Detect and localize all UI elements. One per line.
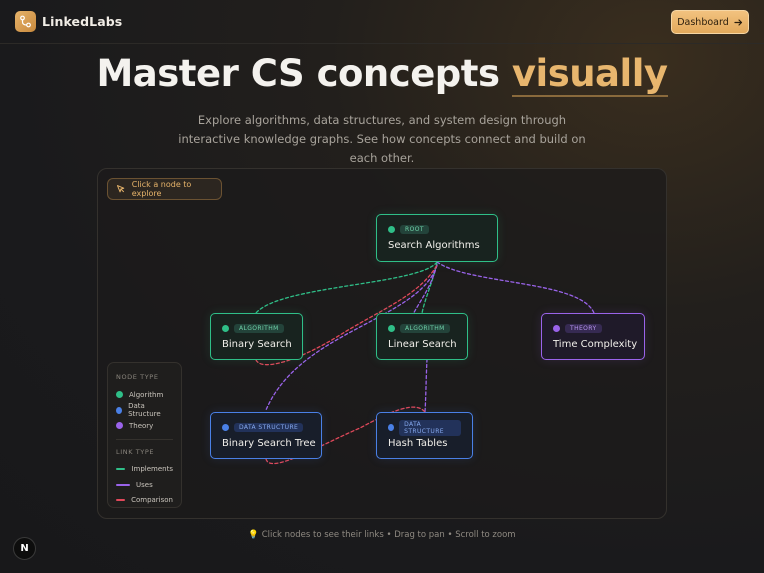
hero-title-main: Master CS concepts — [96, 52, 500, 95]
link-binary-linear-comparison — [255, 264, 438, 366]
node-time-complexity[interactable]: THEORY Time Complexity — [541, 313, 645, 360]
data-structure-dot-icon — [388, 424, 395, 431]
legend-item-algorithm: Algorithm — [116, 387, 173, 403]
explore-hint-text: Click a node to explore — [131, 180, 192, 198]
link-linear-hash — [424, 358, 428, 413]
node-search-algorithms[interactable]: ROOT Search Algorithms — [376, 214, 498, 262]
uses-line-icon — [116, 483, 130, 486]
node-tag: DATA STRUCTURE — [399, 419, 461, 436]
explore-hint-chip: Click a node to explore — [107, 178, 222, 200]
arrow-right-icon — [734, 18, 742, 26]
hero-title-accent: visually — [511, 52, 668, 97]
next-badge-button[interactable]: N — [13, 537, 36, 560]
node-title: Search Algorithms — [388, 240, 480, 251]
node-tag: ALGORITHM — [400, 324, 450, 333]
hero-title: Master CS concepts visually — [0, 52, 764, 97]
algorithm-dot-icon — [388, 325, 395, 332]
legend-item-theory: Theory — [116, 418, 173, 434]
link-root-bst — [265, 264, 438, 411]
algorithm-dot-icon — [116, 391, 123, 399]
node-linear-search[interactable]: ALGORITHM Linear Search — [376, 313, 468, 360]
graph-logo-icon — [15, 11, 36, 32]
node-hash-tables[interactable]: DATA STRUCTURE Hash Tables — [376, 412, 473, 459]
algorithm-dot-icon — [388, 226, 395, 233]
link-bst-hash-comparison — [265, 406, 426, 465]
graph-legend: NODE TYPE Algorithm Data Structure Theor… — [107, 362, 182, 508]
top-bar: LinkedLabs Dashboard — [0, 0, 764, 44]
comparison-line-icon — [116, 499, 126, 502]
cursor-pointer-icon — [116, 185, 125, 193]
legend-item-implements: Implements — [116, 462, 173, 478]
node-title: Linear Search — [388, 339, 457, 350]
dashboard-button-label: Dashboard — [677, 16, 729, 28]
theory-dot-icon — [116, 422, 123, 430]
legend-item-data-structure: Data Structure — [116, 402, 173, 418]
data-structure-dot-icon — [222, 424, 229, 431]
node-binary-search-tree[interactable]: DATA STRUCTURE Binary Search Tree — [210, 412, 322, 459]
legend-item-comparison: Comparison — [116, 493, 173, 509]
algorithm-dot-icon — [222, 325, 229, 332]
node-title: Time Complexity — [553, 339, 638, 350]
hero-subtitle: Explore algorithms, data structures, and… — [178, 113, 586, 165]
brand[interactable]: LinkedLabs — [15, 11, 122, 32]
link-root-time-complexity — [436, 261, 595, 314]
node-tag: ALGORITHM — [234, 324, 284, 333]
theory-dot-icon — [553, 325, 560, 332]
legend-divider — [116, 438, 173, 440]
node-tag: ROOT — [400, 225, 429, 234]
node-title: Binary Search — [222, 339, 292, 350]
legend-link-type-heading: LINK TYPE — [116, 447, 155, 456]
node-title: Binary Search Tree — [222, 438, 316, 449]
legend-item-uses: Uses — [116, 477, 173, 493]
brand-name: LinkedLabs — [42, 14, 123, 29]
node-binary-search[interactable]: ALGORITHM Binary Search — [210, 313, 303, 360]
node-title: Hash Tables — [388, 438, 448, 449]
data-structure-dot-icon — [116, 406, 123, 414]
legend-node-type-heading: NODE TYPE — [116, 373, 159, 381]
node-tag: THEORY — [565, 324, 602, 333]
node-tag: DATA STRUCTURE — [234, 423, 304, 432]
implements-line-icon — [116, 468, 126, 471]
dashboard-button[interactable]: Dashboard — [671, 10, 749, 34]
link-root-binary-search — [255, 261, 438, 314]
link-root-linear-uses — [409, 264, 438, 321]
footer-hint: 💡 Click nodes to see their links • Drag … — [248, 530, 516, 540]
